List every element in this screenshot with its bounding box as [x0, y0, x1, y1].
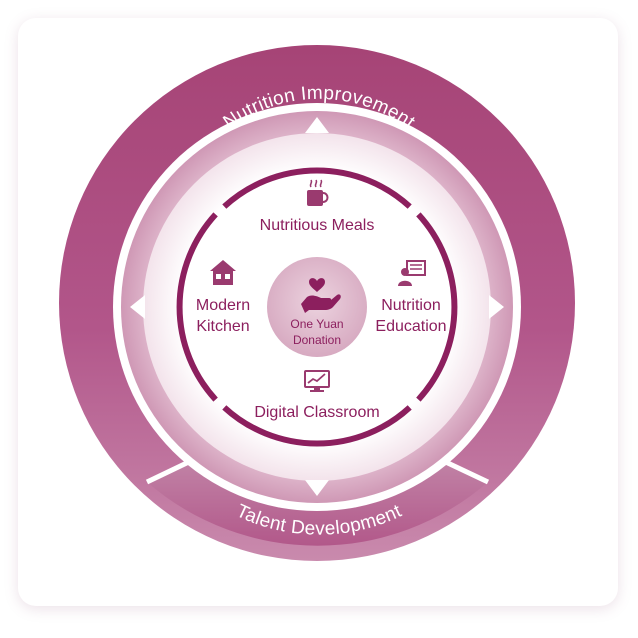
item-modern-kitchen-line1: Modern	[196, 297, 250, 314]
item-modern-kitchen-line2: Kitchen	[196, 318, 249, 335]
item-digital-classroom: Digital Classroom	[254, 404, 379, 421]
center-label-line1: One Yuan	[290, 317, 343, 331]
arrow-up	[305, 117, 329, 133]
arrows	[130, 117, 504, 496]
monitor-chart-icon	[304, 370, 330, 392]
center-label-line2: Donation	[293, 333, 341, 347]
item-nutrition-education-line2: Education	[375, 318, 446, 335]
house-icon	[210, 260, 236, 285]
heart-hand-icon	[301, 278, 341, 313]
arrow-right	[489, 295, 504, 319]
teacher-board-icon	[398, 260, 426, 286]
item-nutrition-education-line1: Nutrition	[381, 297, 441, 314]
segmented-ring	[176, 167, 458, 447]
arrow-left	[130, 295, 145, 319]
item-nutritious-meals: Nutritious Meals	[260, 217, 375, 234]
arrow-down	[305, 480, 329, 496]
mug-icon	[307, 179, 329, 206]
